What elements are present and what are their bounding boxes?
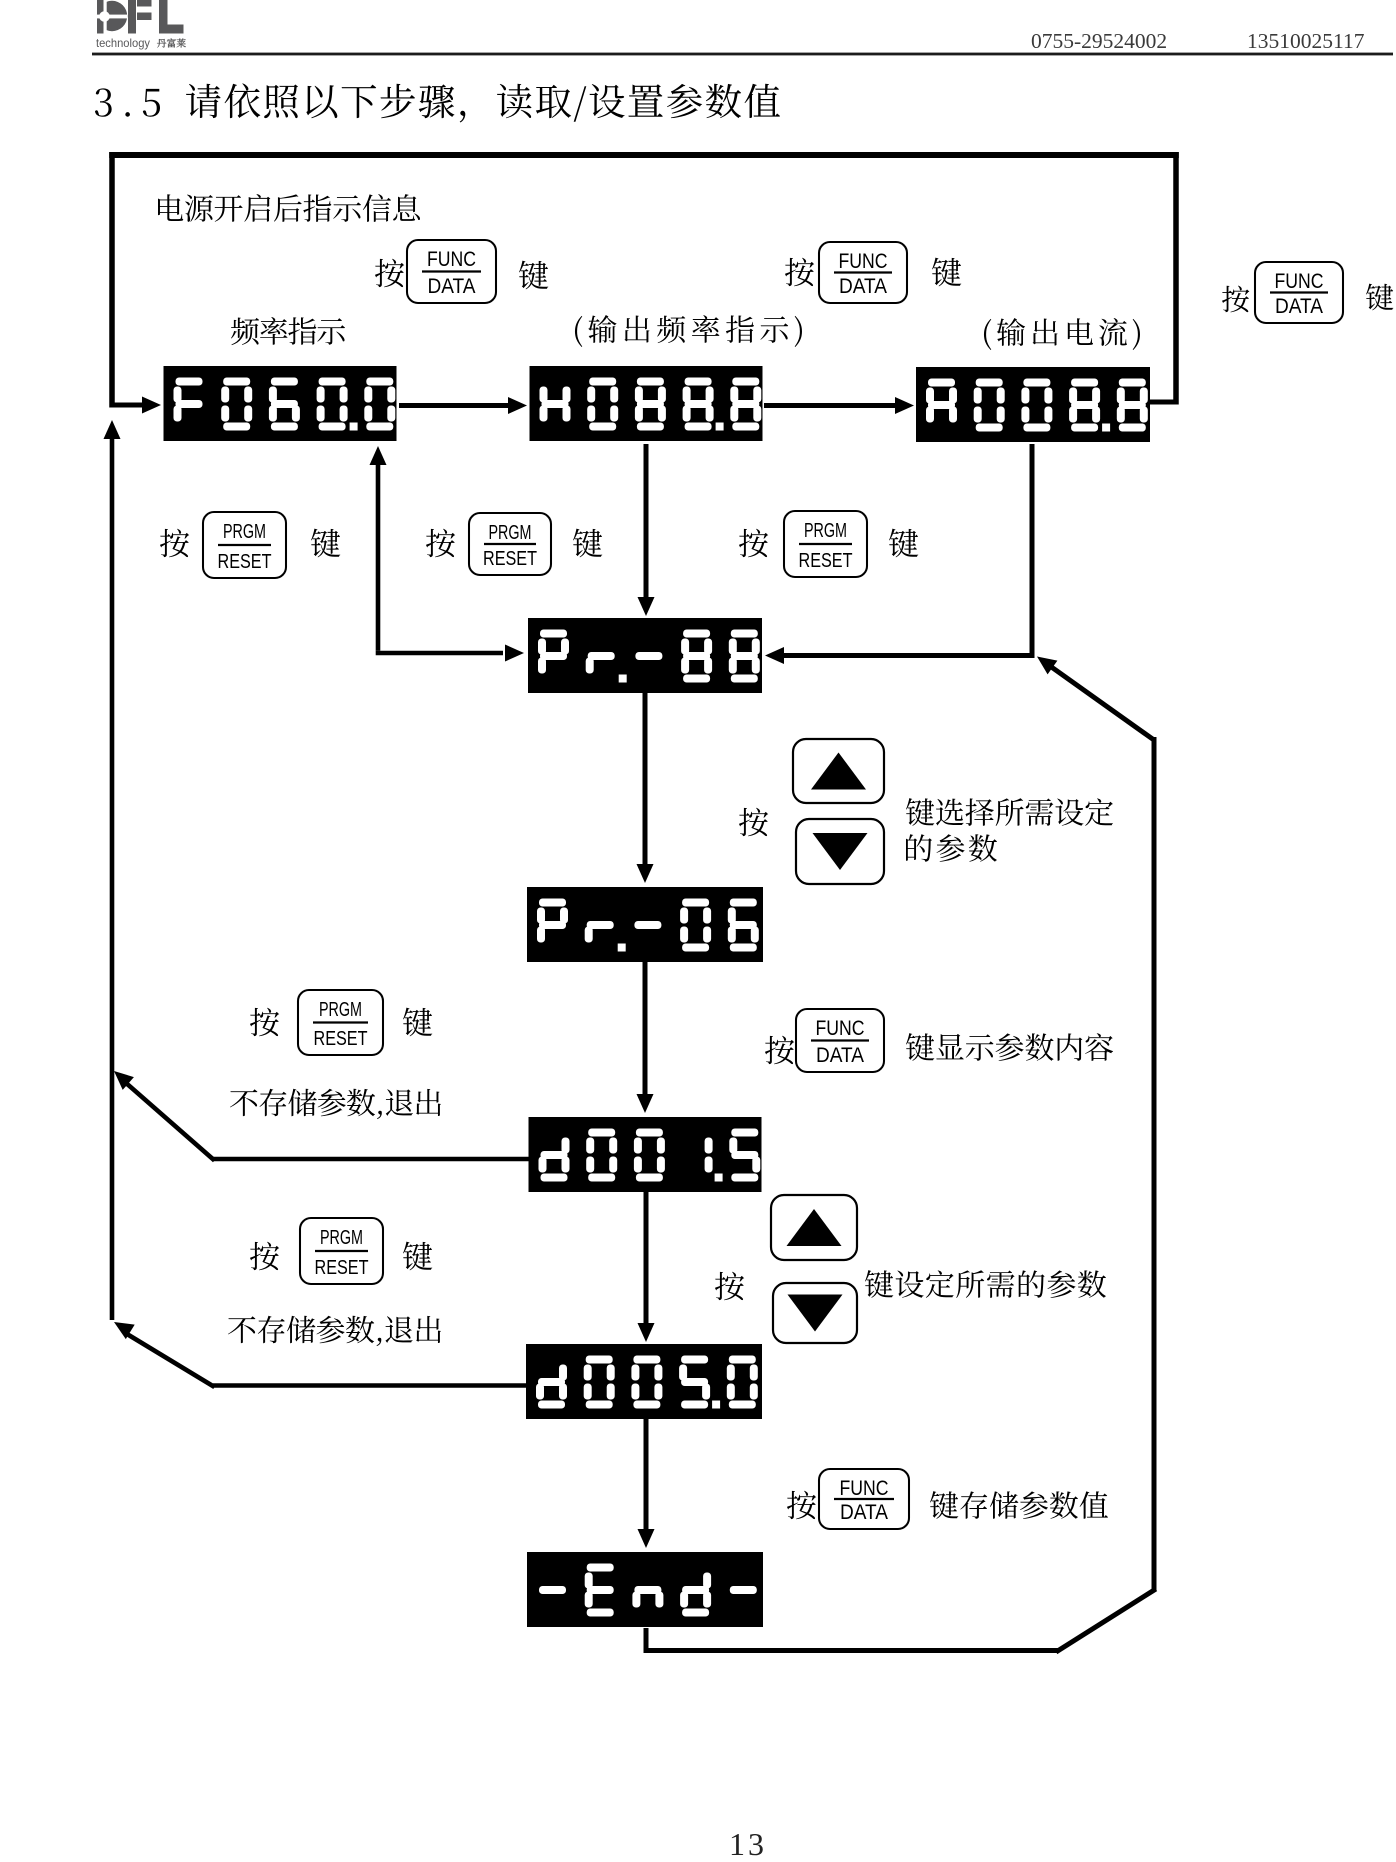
svg-text:RESET: RESET [483,548,537,570]
svg-text:PRGM: PRGM [223,521,266,543]
svg-text:FUNC: FUNC [1275,270,1324,293]
svg-text:13: 13 [729,1826,767,1862]
svg-text:DATA: DATA [816,1044,864,1067]
svg-text:13510025117: 13510025117 [1247,29,1365,53]
svg-text:FUNC: FUNC [840,1477,889,1500]
svg-text:PRGM: PRGM [319,999,362,1021]
svg-text:FUNC: FUNC [816,1017,865,1040]
svg-text:DATA: DATA [1275,295,1323,318]
svg-text:DATA: DATA [840,1501,888,1524]
svg-text:0755-29524002: 0755-29524002 [1031,29,1167,53]
svg-text:technology: technology [96,36,150,50]
svg-text:FUNC: FUNC [427,248,476,271]
svg-text:PRGM: PRGM [804,520,847,542]
svg-text:FUNC: FUNC [839,250,888,273]
svg-text:RESET: RESET [314,1028,368,1050]
svg-text:RESET: RESET [315,1257,369,1279]
svg-text:RESET: RESET [799,550,853,572]
svg-text:DATA: DATA [839,275,887,298]
svg-text:RESET: RESET [218,551,272,573]
svg-text:DATA: DATA [428,275,476,298]
svg-text:PRGM: PRGM [489,522,532,544]
svg-text:PRGM: PRGM [320,1227,363,1249]
